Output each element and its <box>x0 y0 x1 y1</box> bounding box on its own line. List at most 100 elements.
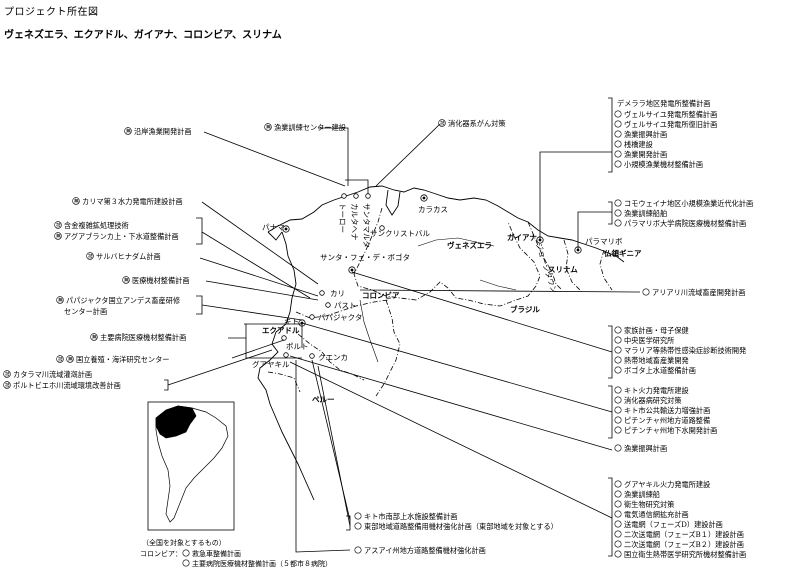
project-medical-equipment: 医療機材整備計画 <box>132 276 190 285</box>
quito-project-5: ピチンチャ州地下水開発計画 <box>624 426 717 435</box>
quito-project-1: キト火力発電所建設 <box>624 386 689 395</box>
project-fishery-promotion: 漁業振興計画 <box>624 444 667 453</box>
svg-text:技: 技 <box>440 120 445 127</box>
venezuela-project-2: ヴェルサイユ発電所整備計画 <box>624 110 717 119</box>
label-paramaribo: パラマリボ <box>585 237 623 246</box>
label-panama: パナマ <box>262 223 285 232</box>
quito-project-3: キト市公共輸送力増強計画 <box>624 406 710 415</box>
leader-lines <box>164 97 641 557</box>
suriname-project-2: 漁業訓練船舶 <box>624 209 667 218</box>
project-ariari: アリアリ川流域畜産開発計画 <box>652 288 745 297</box>
label-cartagena: カルタヘナ <box>350 203 359 241</box>
suriname-project-1: コモウェイナ地区小規模漁業近代化計画 <box>624 199 753 208</box>
suriname-project-3: パラマリボ大学病院医療機材整備計画 <box>624 219 746 228</box>
project-catarama: カタラマ川流域灌漑計画 <box>13 370 92 379</box>
project-caliman: カリマ第３水力発電所建設計画 <box>82 197 183 206</box>
svg-text:無: 無 <box>56 233 61 240</box>
project-hospital-equipment: 主要病院医療機材整備計画 <box>100 333 186 342</box>
place-labels: カラカス ヴェネズエラ ガイアナ ジョージタウン スリナム パラマリボ 仏領ギニ… <box>252 203 642 404</box>
project-salvajina: サルバヒナダム計画 <box>96 252 161 261</box>
svg-text:無: 無 <box>58 297 63 304</box>
guayaquil-project-1: グアヤキル火力発電所建設 <box>624 480 710 489</box>
project-quito-water: キト市南部上水施設整備計画 <box>364 512 457 521</box>
colombia-project-3: マラリア等熱帯性感染症診断技術開発 <box>624 346 746 355</box>
city-santa-marta <box>365 193 371 199</box>
venezuela-project-4: 漁業振興計画 <box>624 130 667 139</box>
svg-text:無: 無 <box>68 356 73 363</box>
label-guayaquil: グアヤキル <box>252 359 290 369</box>
label-bogota: サンタ・フェ・デ・ボゴタ <box>320 252 410 262</box>
label-san-cristobal: サンクリストバル <box>370 229 430 238</box>
project-coastal-fishery: 沿岸漁業開発計画 <box>134 127 192 136</box>
countries-heading: ヴェネズエラ、エクアドル、ガイアナ、コロンビア、スリナム <box>4 30 282 41</box>
note-line2: 救急車整備計画 <box>192 549 241 558</box>
note-line2-prefix: コロンビア： <box>140 549 182 558</box>
project-labels-right: デメララ地区発電所整備計画 ヴェルサイユ発電所整備計画 ヴェルサイユ発電所復旧計… <box>354 99 753 559</box>
svg-text:無: 無 <box>126 128 131 135</box>
quito-project-4: ピチンチャ州地方道路整備 <box>624 416 710 425</box>
venezuela-project-7: 小規模漁業機材整備計画 <box>624 160 703 169</box>
city-cartagena <box>353 193 359 199</box>
label-cali: カリ <box>330 289 345 298</box>
guayaquil-project-5: 送電網（フェーズD）建設計画 <box>624 520 723 529</box>
city-pasto <box>325 302 331 308</box>
project-digestive-cancer: 消化器系がん対策 <box>448 119 506 128</box>
label-caracas: カラカス <box>418 205 448 214</box>
project-fisheries-institute: 国立養殖・海洋研究センター <box>76 355 169 364</box>
project-labels-left: 無 沿岸漁業開発計画 無 漁業訓練センター建設 技 消化器系がん対策 無 カリマ… <box>3 119 506 390</box>
svg-text:技: 技 <box>56 222 61 229</box>
nationwide-notes: （全国を対象とするもの） コロンビア： 救急車整備計画 主要病院医療機材整備計画… <box>140 538 332 568</box>
note-line1: （全国を対象とするもの） <box>142 538 226 547</box>
label-suriname: スリナム <box>548 265 578 274</box>
project-agua-blanca: アグアブランカ上・下水道整備計画 <box>64 232 179 241</box>
guayaquil-project-8: 国立衛生熱帯医学研究所機材整備計画 <box>624 550 746 559</box>
label-peru: ペルー <box>312 395 335 404</box>
guayaquil-project-3: 衛生物研究対策 <box>624 500 674 509</box>
city-cali <box>319 290 325 296</box>
inset-map <box>147 401 235 531</box>
city-portoviejo <box>281 335 287 341</box>
colombia-project-2: 中央医学研究所 <box>624 336 674 345</box>
label-colombia: コロンビア <box>362 290 400 300</box>
label-brazil: ブラジル <box>510 304 540 314</box>
city-guayaquil <box>283 352 289 358</box>
map-title: プロジェクト所在図 <box>4 7 99 18</box>
colombia-project-1: 家族計画・母子保健 <box>624 326 689 335</box>
svg-text:技: 技 <box>5 382 10 389</box>
project-eastern-roads: 東部地域道路整備用機材強化計画（東部地域を対象とする） <box>364 522 558 531</box>
label-ecuador: エクアドル <box>262 325 300 335</box>
project-mining: 含金複雑鉱処理技術 <box>64 221 129 230</box>
svg-text:技: 技 <box>5 371 10 378</box>
label-french-guiana: 仏領ギニア <box>603 248 642 258</box>
venezuela-project-5: 桟橋建設 <box>624 140 653 149</box>
note-line3: 主要病院医療機材整備計画（５都市８病院） <box>192 559 332 568</box>
label-santa-marta: サンタマルタ <box>362 203 371 248</box>
city-cuenca <box>309 353 315 359</box>
project-andes-livestock-line2: センター計画 <box>64 307 107 316</box>
svg-text:無: 無 <box>266 124 271 131</box>
guayaquil-project-4: 電気通信網拡充計画 <box>624 510 689 519</box>
city-markers <box>281 193 582 359</box>
svg-text:技: 技 <box>58 356 63 363</box>
quito-project-2: 消化器病研究対策 <box>624 396 682 405</box>
guayaquil-project-2: 漁業訓練船 <box>624 490 660 499</box>
city-barbajacta <box>309 314 315 320</box>
project-azuay-roads: アスアイ州地方道路整備機材強化計画 <box>364 546 486 555</box>
label-pasto: パスト <box>334 301 357 310</box>
venezuela-project-3: ヴェルサイユ発電所復旧計画 <box>624 120 717 129</box>
project-andes-livestock: パパジャクタ国立アンデス畜産研修 <box>66 296 180 305</box>
project-fishery-training: 漁業訓練センター建設 <box>274 123 346 132</box>
city-san-cristobal <box>379 225 385 231</box>
coastline <box>257 185 625 501</box>
label-portoviejo: ポルト <box>286 342 309 351</box>
borders <box>267 207 613 397</box>
svg-text:無: 無 <box>92 334 97 341</box>
svg-text:無: 無 <box>74 198 79 205</box>
label-cuenca: クエンカ <box>318 353 348 362</box>
colombia-project-4: 熱帯地域畜産業開発 <box>624 356 689 365</box>
label-barranquilla: トーロー <box>338 203 347 233</box>
label-guyana: ガイアナ <box>507 232 537 242</box>
svg-text:無: 無 <box>124 277 129 284</box>
guayaquil-project-7: 二次送電網（フェーズB２）建設計画 <box>624 540 744 549</box>
